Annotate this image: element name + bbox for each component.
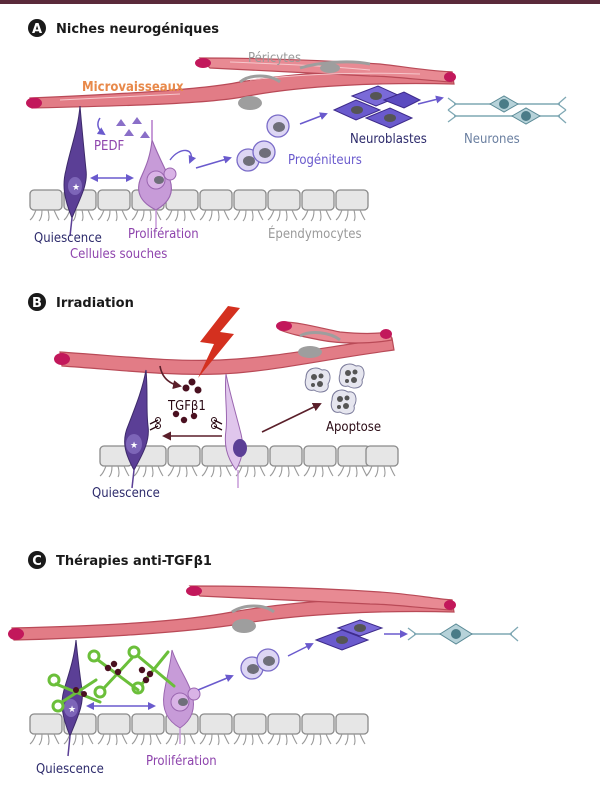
panel-b-title: Irradiation	[56, 296, 134, 311]
tgfb1-particles-c	[73, 660, 154, 697]
proliferating-stem-cell-b	[211, 373, 247, 488]
svg-text:★: ★	[130, 441, 138, 451]
quiescent-stem-cell-a: ★	[63, 105, 87, 237]
panel-a-letter: A	[32, 22, 42, 37]
apoptotic-cells-b	[304, 363, 365, 415]
tgfb1-label: TGFβ1	[167, 399, 206, 414]
panel-a: A Niches neurogéniques ★	[26, 19, 567, 262]
arrow-to-apoptosis-b	[261, 402, 322, 433]
neuroblast-c	[314, 619, 408, 651]
quiescent-stem-cell-b: ★	[124, 369, 161, 489]
svg-text:★: ★	[72, 183, 80, 193]
quiescence-label-c: Quiescence	[36, 762, 104, 777]
panel-c-badge	[28, 551, 46, 569]
panel-c-title: Thérapies anti-TGFβ1	[56, 554, 212, 569]
stem-cells-label: Cellules souches	[70, 247, 167, 262]
panel-c-letter: C	[32, 554, 42, 569]
progenitors-a	[195, 112, 328, 172]
proliferation-label-a: Prolifération	[128, 227, 199, 242]
irradiation-lightning	[198, 306, 240, 378]
panel-b-badge	[28, 293, 46, 311]
panel-b: B Irradiation ★	[28, 293, 399, 501]
panel-b-letter: B	[32, 296, 42, 311]
proliferation-label-c: Prolifération	[146, 754, 217, 769]
quiescent-stem-cell-c: ★	[61, 639, 83, 757]
pedf-label: PEDF	[94, 139, 124, 154]
progenitors-c	[197, 643, 314, 691]
progenitors-label: Progéniteurs	[288, 153, 362, 168]
panel-c: C Thérapies anti-TGFβ1 ★	[8, 551, 519, 777]
panel-a-badge	[28, 19, 46, 37]
tgfb1-particles-b	[159, 365, 202, 424]
pedf-signal	[96, 117, 150, 138]
microvessel-b	[54, 321, 395, 375]
svg-text:★: ★	[68, 705, 76, 715]
microvessel-c	[8, 585, 456, 641]
top-border	[0, 0, 600, 4]
microvessels-label: Microvaisseaux	[82, 80, 184, 95]
neuroblasts-label: Neuroblastes	[350, 132, 427, 147]
neurons-label: Neurones	[464, 132, 520, 147]
ependymocyte-layer-c	[29, 713, 369, 746]
neuroblasts-a	[332, 85, 444, 129]
panel-a-title: Niches neurogéniques	[56, 22, 219, 37]
ependymocytes-label: Épendymocytes	[268, 226, 362, 242]
pericytes-a	[238, 60, 371, 110]
pericytes-label: Péricytes	[248, 51, 301, 66]
proliferating-stem-cell-c	[163, 649, 201, 744]
neuron-c	[407, 623, 519, 645]
proliferating-stem-cell-a	[138, 120, 197, 228]
apoptosis-label: Apoptose	[326, 420, 381, 435]
quiescence-label-a: Quiescence	[34, 231, 102, 246]
ependymocyte-layer-b	[99, 445, 399, 478]
quiescence-label-b: Quiescence	[92, 486, 160, 501]
neurons-a	[447, 95, 567, 125]
